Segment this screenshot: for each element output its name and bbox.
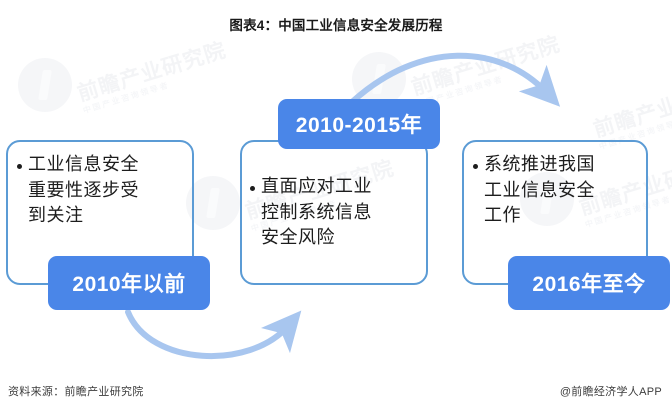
watermark-text: 前瞻产业研究院 中国产业咨询领导者 xyxy=(74,38,232,117)
watermark-logo-icon xyxy=(352,52,406,106)
brand-credit: @前瞻经济学人APP xyxy=(559,386,662,398)
phase-body-3: 系统推进我国 工业信息安全 工作 xyxy=(484,154,595,226)
phase-bullet-1 xyxy=(17,164,22,169)
source-note: 资料来源：前瞻产业研究院 xyxy=(8,386,144,398)
watermark-sub-text: 中国产业咨询领导者 xyxy=(81,80,171,116)
phase-bullet-2 xyxy=(250,186,255,191)
phase-body-2: 直面应对工业 控制系统信息 安全风险 xyxy=(261,176,372,248)
watermark-logo-icon xyxy=(18,58,72,112)
watermark-logo-icon xyxy=(186,176,240,230)
watermark-main-text: 前瞻产业研究院 xyxy=(408,32,563,100)
page-title: 图表4：中国工业信息安全发展历程 xyxy=(229,18,443,33)
watermark-main-text: 前瞻产业研究院 xyxy=(74,38,229,106)
phase-period-label-2[interactable]: 2010-2015年 xyxy=(278,99,440,149)
phase-bullet-3 xyxy=(473,164,478,169)
phase-period-label-3[interactable]: 2016年至今 xyxy=(508,256,670,310)
watermark-main-text: 前瞻产业研究院 xyxy=(590,74,672,142)
arrow-phase2-to-phase3 xyxy=(349,52,561,107)
phase-body-1: 工业信息安全 重要性逐步受 到关注 xyxy=(28,154,139,226)
phase-period-label-1[interactable]: 2010年以前 xyxy=(48,256,210,310)
arrow-phase1-to-phase2 xyxy=(125,309,302,360)
